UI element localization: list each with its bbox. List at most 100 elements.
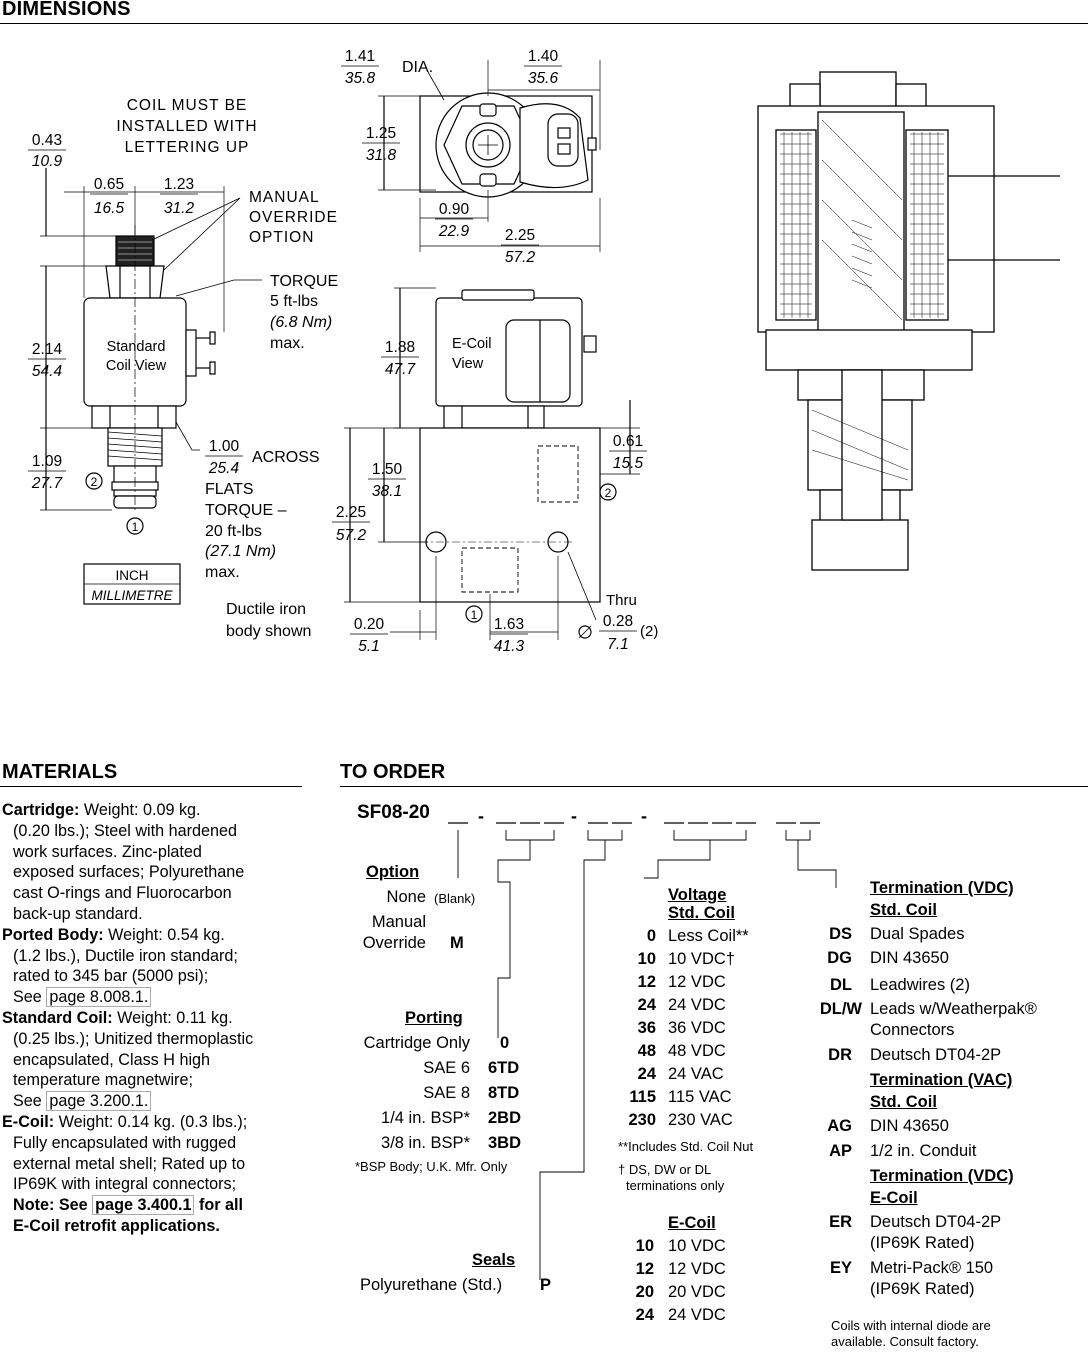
term-vac-std-code-1: AP [829,1142,852,1160]
voltage-code-7: 115 [629,1088,656,1106]
dim-15: 0.20 5.1 [350,616,388,655]
term-vdc-std-code-3: DL/W [819,1000,862,1018]
voltage-label-7: 115 VAC [668,1088,732,1106]
term-vdc-std-label-4: Connectors [870,1021,955,1039]
dia-label: DIA. [402,59,433,76]
page-3400-link[interactable]: page 3.400.1 [92,1195,195,1216]
svg-text:25.4: 25.4 [208,460,240,477]
torque-cart-4: max. [205,564,240,581]
term-vdc-std-title-2: Std. Coil [870,901,937,919]
model-code: SF08-20 [357,802,430,823]
svg-text:38.1: 38.1 [372,483,402,500]
port-1-left: 1 [132,520,139,534]
svg-text:57.2: 57.2 [336,527,367,544]
coil-note-3: LETTERING UP [125,139,250,156]
svg-text:1.50: 1.50 [372,461,403,478]
ecoil-code-2: 20 [635,1283,654,1301]
term-vdc-std-label-0: Dual Spades [870,925,965,943]
svg-text:15.5: 15.5 [613,455,644,472]
term-vac-std-title-1: Termination (VAC) [870,1071,1013,1089]
std-coil-view-2: Coil View [106,358,167,374]
ecoil-label-2: 20 VDC [668,1283,726,1301]
ecoil-code-0: 10 [635,1237,654,1255]
term-vdc-std-code-5: DR [828,1046,852,1064]
torque-cart-1: TORQUE – [205,502,287,519]
svg-text:41.3: 41.3 [494,638,525,655]
torque-coil-3: (6.8 Nm) [270,314,332,331]
port-1-body: 1 [471,608,478,622]
term-vdc-std-label-3: Leads w/Weatherpak® [870,1000,1037,1018]
term-vdc-std-label-5: Deutsch DT04-2P [870,1046,1002,1064]
svg-text:5.1: 5.1 [358,638,380,655]
dim-14: 0.61 15.5 [609,433,647,472]
materials-text: Cartridge: Weight: 0.09 kg. (0.20 lbs.);… [2,800,302,1237]
manual-override-3: OPTION [249,229,314,246]
svg-text:1.88: 1.88 [385,339,415,356]
svg-text:-: - [641,806,647,826]
term-vdc-std-label-2: Leadwires (2) [870,976,970,994]
svg-text:0.61: 0.61 [613,433,643,450]
svg-text:-: - [571,806,577,826]
svg-text:7.1: 7.1 [607,636,629,653]
dim-11: 1.88 47.7 [381,339,419,378]
svg-text:0.65: 0.65 [94,176,124,193]
torque-coil-4: max. [270,335,305,352]
voltage-code-1: 10 [637,950,656,968]
svg-text:1.23: 1.23 [164,176,194,193]
voltage-note-2a: † DS, DW or DL [618,1162,712,1177]
std-coil-view-1: Standard [107,339,166,355]
dimensions-rule [0,23,1088,24]
option-override-code: M [450,934,464,952]
torque-cart-3: (27.1 Nm) [205,543,276,560]
unit-inch: INCH [116,568,149,583]
voltage-code-4: 36 [637,1019,656,1037]
porting-label-2: SAE 8 [423,1084,470,1102]
svg-text:35.6: 35.6 [528,70,559,87]
voltage-note-1: **Includes Std. Coil Nut [618,1139,754,1154]
svg-text:31.8: 31.8 [366,147,397,164]
term-vdc-std-title-1: Termination (VDC) [870,879,1014,897]
page-3200-link[interactable]: page 3.200.1. [46,1091,152,1112]
term-vdc-std-label-1: DIN 43650 [870,949,949,967]
svg-text:1.40: 1.40 [528,48,559,65]
porting-label-0: Cartridge Only [363,1034,470,1052]
porting-code-0: 0 [500,1034,510,1052]
svg-text:10.9: 10.9 [32,153,63,170]
term-vac-std-code-0: AG [827,1117,852,1135]
ecoil-title: E-Coil [668,1214,716,1232]
manual-override-1: MANUAL [249,189,320,206]
term-vdc-ecoil-label-1: (IP69K Rated) [870,1234,975,1252]
dimensions-heading: DIMENSIONS [2,0,131,20]
svg-text:0.20: 0.20 [354,616,385,633]
voltage-note-2b: terminations only [626,1178,725,1193]
svg-text:1.09: 1.09 [32,453,62,470]
term-vdc-ecoil-title-2: E-Coil [870,1189,918,1207]
thru-label: Thru [606,592,637,609]
term-vdc-std-code-2: DL [830,976,852,994]
page-8008-link[interactable]: page 8.008.1. [46,987,152,1008]
ecoil-code-1: 12 [635,1260,654,1278]
unit-mm: MILLIMETRE [91,588,173,603]
svg-text:-: - [478,806,484,826]
voltage-label-5: 48 VDC [668,1042,726,1060]
svg-text:0.28: 0.28 [603,613,633,630]
term-vdc-ecoil-code-0: ER [829,1213,852,1231]
port-2-body: 2 [605,486,612,500]
porting-title: Porting [405,1009,463,1027]
voltage-code-5: 48 [637,1042,656,1060]
svg-text:1.41: 1.41 [345,48,375,65]
seals-code: P [540,1276,552,1294]
svg-text:47.7: 47.7 [385,361,417,378]
voltage-label-6: 24 VAC [668,1065,724,1083]
ecoil-label-1: 12 VDC [668,1260,726,1278]
porting-label-4: 3/8 in. BSP* [381,1134,470,1152]
porting-code-4: 3BD [488,1134,522,1152]
materials-standard-coil: Standard Coil: Weight: 0.11 kg. [2,1008,233,1027]
